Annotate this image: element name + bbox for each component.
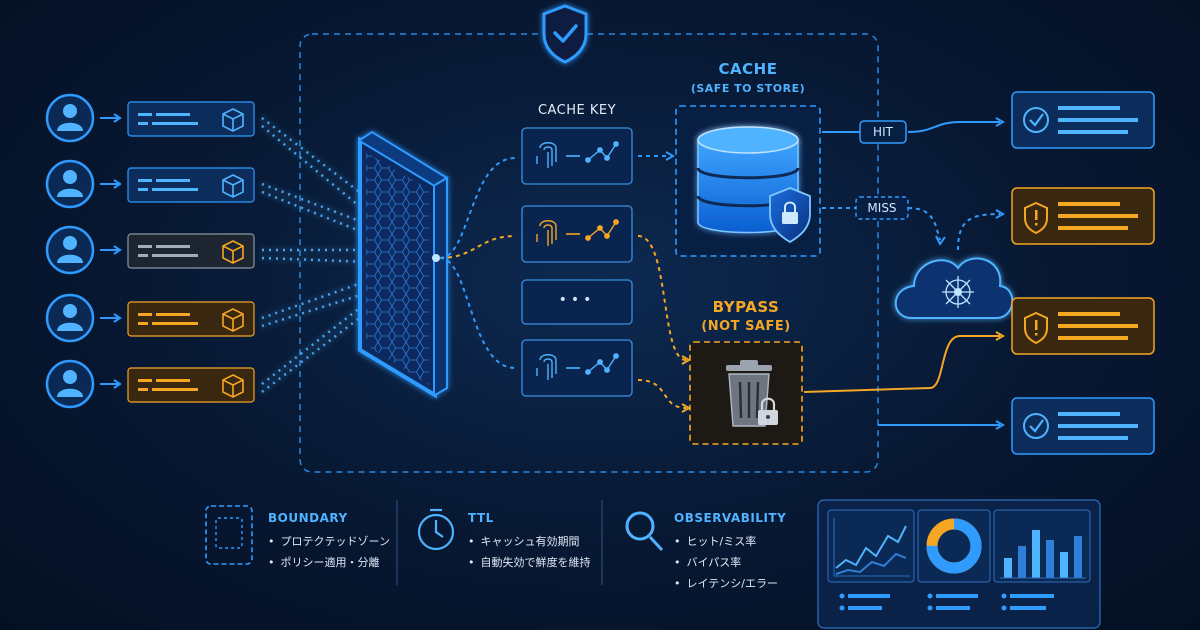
- user-rows: [45, 93, 255, 409]
- user-row-3: [45, 225, 255, 275]
- hit-badge-frame: [859, 120, 907, 144]
- fingerprint-icon: [536, 220, 557, 246]
- output-card-3: [1011, 297, 1155, 355]
- request-card: [127, 233, 255, 269]
- observability-dashboard: [817, 499, 1101, 629]
- user-row-5: [45, 359, 255, 409]
- miss-badge-frame: [855, 196, 909, 220]
- cache-subtitle: (SAFE TO STORE): [690, 82, 806, 95]
- output-card-4: [1011, 397, 1155, 455]
- legend-observability-item-3: レイテンシ/エラー: [674, 575, 779, 591]
- magnifier-icon: [625, 511, 664, 552]
- shield-lock-icon: [769, 187, 811, 244]
- legend-observability-item-1: ヒット/ミス率: [674, 533, 757, 549]
- check-icon: [1023, 107, 1049, 133]
- legend-boundary-item-2: ポリシー適用・分離: [268, 554, 380, 570]
- legend-observability-title: OBSERVABILITY: [674, 511, 787, 525]
- key-paths: [439, 157, 516, 369]
- cache-key-ellipsis: •••: [558, 292, 596, 308]
- cube-icon: [222, 240, 244, 264]
- bypass-title: BYPASS: [712, 298, 780, 316]
- check-icon: [1023, 413, 1049, 439]
- user-row-1: [45, 93, 255, 143]
- warning-icon: [1024, 201, 1048, 235]
- warning-icon: [1024, 311, 1048, 345]
- graph-icon: [585, 219, 619, 241]
- output-card-2: [1011, 187, 1155, 245]
- legend-ttl-item-2: 自動失効で鮮度を維持: [468, 554, 591, 570]
- bar-chart-mini: [1000, 530, 1086, 579]
- legend-observability-item-2: バイパス率: [674, 554, 742, 570]
- request-card: [127, 167, 255, 203]
- gateway-filter-panel: [358, 130, 449, 399]
- key-to-store-paths: [637, 155, 687, 409]
- donut-segment-blue: [926, 518, 982, 574]
- cache-key-title: CACHE KEY: [537, 103, 617, 118]
- graph-icon: [585, 353, 619, 375]
- trash-lock-icon: [726, 360, 778, 427]
- cache-key-box-2: [521, 205, 633, 263]
- incoming-streams: [261, 117, 371, 393]
- request-card: [127, 301, 255, 337]
- dashboard-legend-rows: [839, 593, 1054, 611]
- bypass-subtitle: (NOT SAFE): [701, 319, 791, 334]
- fingerprint-icon: [536, 354, 557, 380]
- cache-key-box-3: [521, 339, 633, 397]
- shield-check-icon: [542, 4, 588, 64]
- cache-store: [675, 105, 821, 257]
- donut-chart-mini: [926, 518, 982, 574]
- legend-ttl-title: TTL: [468, 511, 494, 525]
- user-row-4: [45, 293, 255, 343]
- cache-key-box-1: [521, 127, 633, 185]
- origin-cloud-icon: [894, 257, 1014, 319]
- legend-boundary-title: BOUNDARY: [268, 511, 348, 525]
- cache-key-box-more: [521, 279, 633, 325]
- line-chart-mini: [833, 518, 910, 577]
- cube-icon: [222, 174, 244, 198]
- cube-icon: [222, 108, 244, 132]
- timer-icon: [417, 508, 455, 551]
- boundary-icon: [205, 505, 253, 565]
- cube-icon: [222, 308, 244, 332]
- legend-ttl-item-1: キャッシュ有効期間: [468, 533, 580, 549]
- route-lines: [803, 121, 1001, 426]
- cube-icon: [222, 374, 244, 398]
- request-card: [127, 101, 255, 137]
- request-card: [127, 367, 255, 403]
- user-row-2: [45, 159, 255, 209]
- protected-boundary: [299, 33, 879, 473]
- graph-icon: [585, 141, 619, 163]
- bypass-store: [689, 341, 803, 445]
- legend-boundary-item-1: プロテクテッドゾーン: [268, 533, 390, 549]
- cache-title: CACHE: [718, 60, 778, 78]
- fingerprint-icon: [536, 142, 557, 168]
- miss-badge: MISS: [867, 201, 897, 215]
- output-card-1: [1011, 91, 1155, 149]
- hit-badge: HIT: [873, 125, 893, 139]
